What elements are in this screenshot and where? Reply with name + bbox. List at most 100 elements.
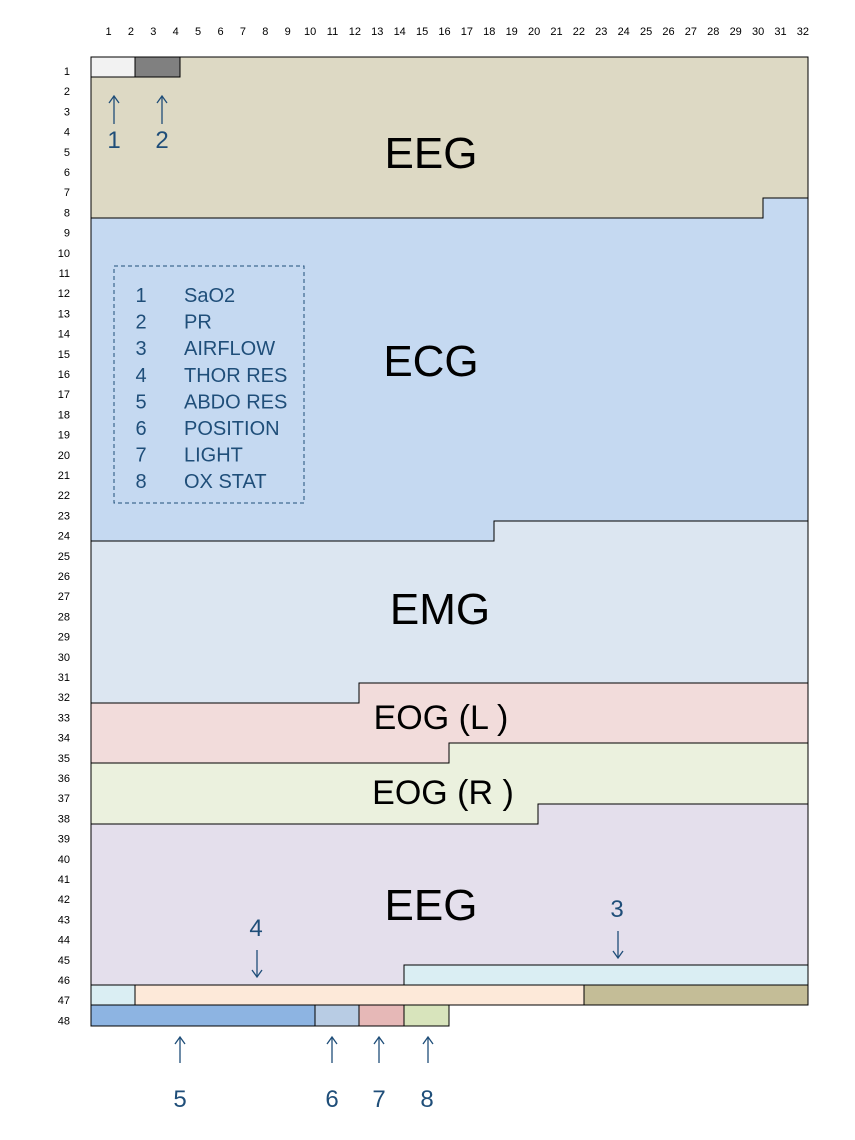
row-number: 11 [59,268,70,280]
row-number: 23 [58,510,70,522]
column-number: 21 [550,26,562,38]
column-number: 27 [685,26,697,38]
column-number: 6 [217,26,223,38]
arrow-label-8: 8 [420,1086,433,1113]
cell-position [314,1004,360,1027]
row-number: 5 [64,147,70,159]
legend-item-number: 7 [135,445,146,467]
row-number: 30 [58,652,70,664]
legend-item-number: 8 [135,471,146,493]
cell-ox-stat [403,1004,450,1027]
row-number: 8 [64,207,70,219]
arrow-up-icon [422,1035,434,1063]
row-number: 45 [58,955,70,967]
legend-item-number: 1 [135,285,146,307]
column-number: 17 [461,26,473,38]
column-number: 16 [438,26,450,38]
column-number: 24 [618,26,630,38]
column-number: 5 [195,26,201,38]
legend-item-label: LIGHT [184,445,243,467]
legend-item-label: PR [184,312,212,334]
row-number: 38 [58,813,70,825]
row-number: 32 [58,692,70,704]
row-number: 26 [58,571,70,583]
column-number: 20 [528,26,540,38]
legend-item-label: ABDO RES [184,391,287,413]
label-ecg: ECG [383,337,478,386]
row-number: 1 [64,66,70,78]
row-number: 21 [58,470,70,482]
arrow-up-icon [326,1035,338,1063]
column-number: 29 [730,26,742,38]
arrow-label-1: 1 [107,127,120,154]
cell-thor-res-tail [583,984,809,1006]
legend-item-label: OX STAT [184,471,267,493]
row-number: 34 [58,733,70,745]
arrow-label-3: 3 [610,896,623,923]
row-number: 17 [58,389,70,401]
cell-airflow-lower [90,984,136,1006]
row-number: 10 [58,248,70,260]
column-number: 19 [506,26,518,38]
row-number: 19 [58,430,70,442]
arrow-up-icon [108,94,120,124]
row-number: 22 [58,490,70,502]
cell-abdo-res [90,1004,316,1027]
row-number: 18 [58,409,70,421]
row-number: 39 [58,834,70,846]
column-number: 12 [349,26,361,38]
legend-box [113,265,305,504]
legend-item-label: POSITION [184,418,280,440]
column-number: 30 [752,26,764,38]
column-number: 10 [304,26,316,38]
cell-thor-res [134,984,585,1006]
column-number: 18 [483,26,495,38]
legend-item-number: 5 [135,391,146,413]
legend-item-number: 2 [135,312,146,334]
legend-item-number: 3 [135,338,146,360]
row-number: 47 [58,995,70,1007]
column-number: 22 [573,26,585,38]
legend-item-number: 6 [135,418,146,440]
column-number: 1 [105,26,111,38]
column-number: 23 [595,26,607,38]
row-number: 33 [58,712,70,724]
arrow-down-icon [251,950,263,979]
column-number: 2 [128,26,134,38]
legend-item-number: 4 [135,365,146,387]
row-number: 35 [58,753,70,765]
column-number: 26 [662,26,674,38]
row-numbers: 1234567891011121314151617181920212223242… [58,66,70,1027]
row-number: 48 [58,1015,70,1027]
label-eog-left: EOG (L ) [374,699,509,737]
row-number: 28 [58,611,70,623]
row-number: 24 [58,531,70,543]
arrow-up-icon [156,94,168,124]
cell-sao2 [90,56,136,78]
label-eog-right: EOG (R ) [372,774,514,812]
cell-pr [134,56,181,78]
column-number: 25 [640,26,652,38]
row-number: 12 [58,288,70,300]
column-number: 15 [416,26,428,38]
column-number: 8 [262,26,268,38]
row-number: 20 [58,450,70,462]
arrow-label-5: 5 [173,1086,186,1113]
row-number: 42 [58,894,70,906]
column-number: 31 [774,26,786,38]
column-number: 28 [707,26,719,38]
row-number: 46 [58,975,70,987]
label-eeg-top: EEG [385,129,478,178]
row-number: 6 [64,167,70,179]
label-emg: EMG [390,585,490,634]
row-number: 41 [58,874,70,886]
column-number: 13 [371,26,383,38]
row-number: 14 [58,329,70,341]
column-number: 32 [797,26,809,38]
row-number: 2 [64,86,70,98]
arrow-down-icon [612,931,624,960]
row-number: 27 [58,591,70,603]
